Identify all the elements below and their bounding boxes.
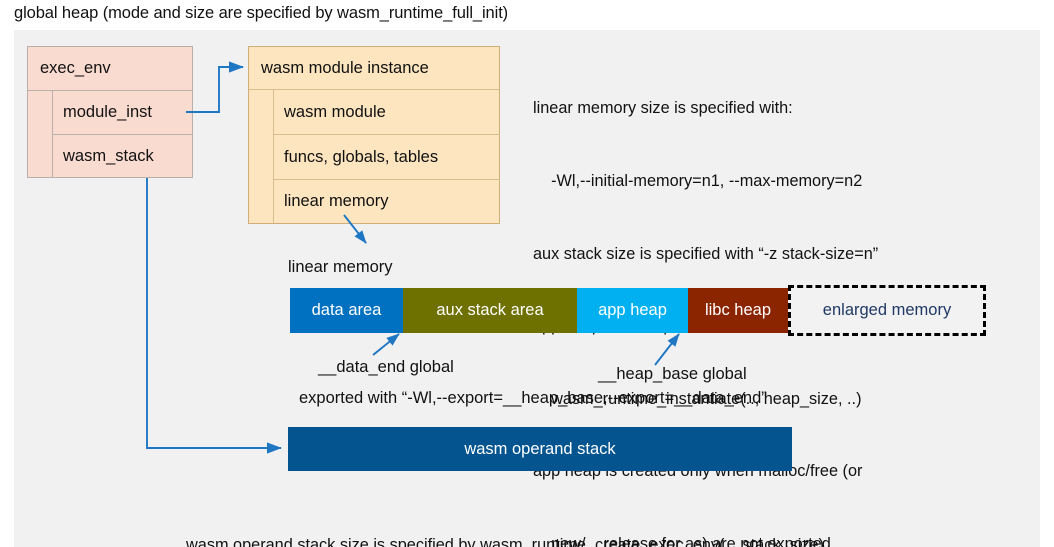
module-instance-indent-column — [249, 90, 274, 223]
exec-env-indent-column — [28, 91, 53, 178]
exec-env-row-wasm-stack: wasm_stack — [63, 147, 154, 165]
info-line-2: aux stack size is specified with “-z sta… — [533, 244, 879, 263]
info-line-0: linear memory size is specified with: — [533, 99, 793, 118]
module-instance-row-linear-memory: linear memory — [284, 192, 389, 210]
page-title: global heap (mode and size are specified… — [14, 4, 509, 22]
memory-segment-libc-heap: libc heap — [688, 288, 788, 333]
exec-env-box: exec_env module_inst wasm_stack — [27, 46, 193, 178]
linear-memory-label: linear memory — [288, 258, 393, 276]
memory-segment-data-area: data area — [290, 288, 403, 333]
memory-segment-aux-stack-area: aux stack area — [403, 288, 577, 333]
exec-env-title: exec_env — [28, 47, 192, 91]
annotation-heap-base: __heap_base global — [598, 365, 747, 383]
operand-stack-notes: wasm operand stack size is specified by … — [186, 483, 824, 547]
annotation-data-end: __data_end global — [318, 358, 454, 376]
memory-segment-app-heap: app heap — [577, 288, 688, 333]
exec-env-row-module-inst: module_inst — [53, 91, 193, 135]
annotation-exported-with: exported with “-Wl,--export=__heap_base,… — [299, 389, 767, 407]
info-line-1: -Wl,--initial-memory=n1, --max-memory=n2 — [533, 172, 863, 191]
memory-config-notes: linear memory size is specified with: -W… — [533, 48, 878, 547]
module-instance-row-wasm-module: wasm module — [274, 90, 500, 135]
wasm-module-instance-box: wasm module instance wasm module funcs, … — [248, 46, 500, 224]
memory-segment-enlarged-memory: enlarged memory — [788, 285, 986, 336]
info-line-4: wasm_runtime_instantiate(.., heap_size, … — [533, 389, 862, 408]
module-instance-row-funcs-globals-tables: funcs, globals, tables — [274, 135, 500, 180]
bottom-line-0: wasm operand stack size is specified by … — [186, 536, 824, 547]
wasm-operand-stack-bar: wasm operand stack — [288, 427, 792, 471]
info-line-6: __new/__release for as) are not exported — [533, 535, 831, 547]
linear-memory-bar: data area aux stack area app heap libc h… — [290, 285, 986, 336]
wasm-module-instance-title: wasm module instance — [249, 47, 499, 90]
